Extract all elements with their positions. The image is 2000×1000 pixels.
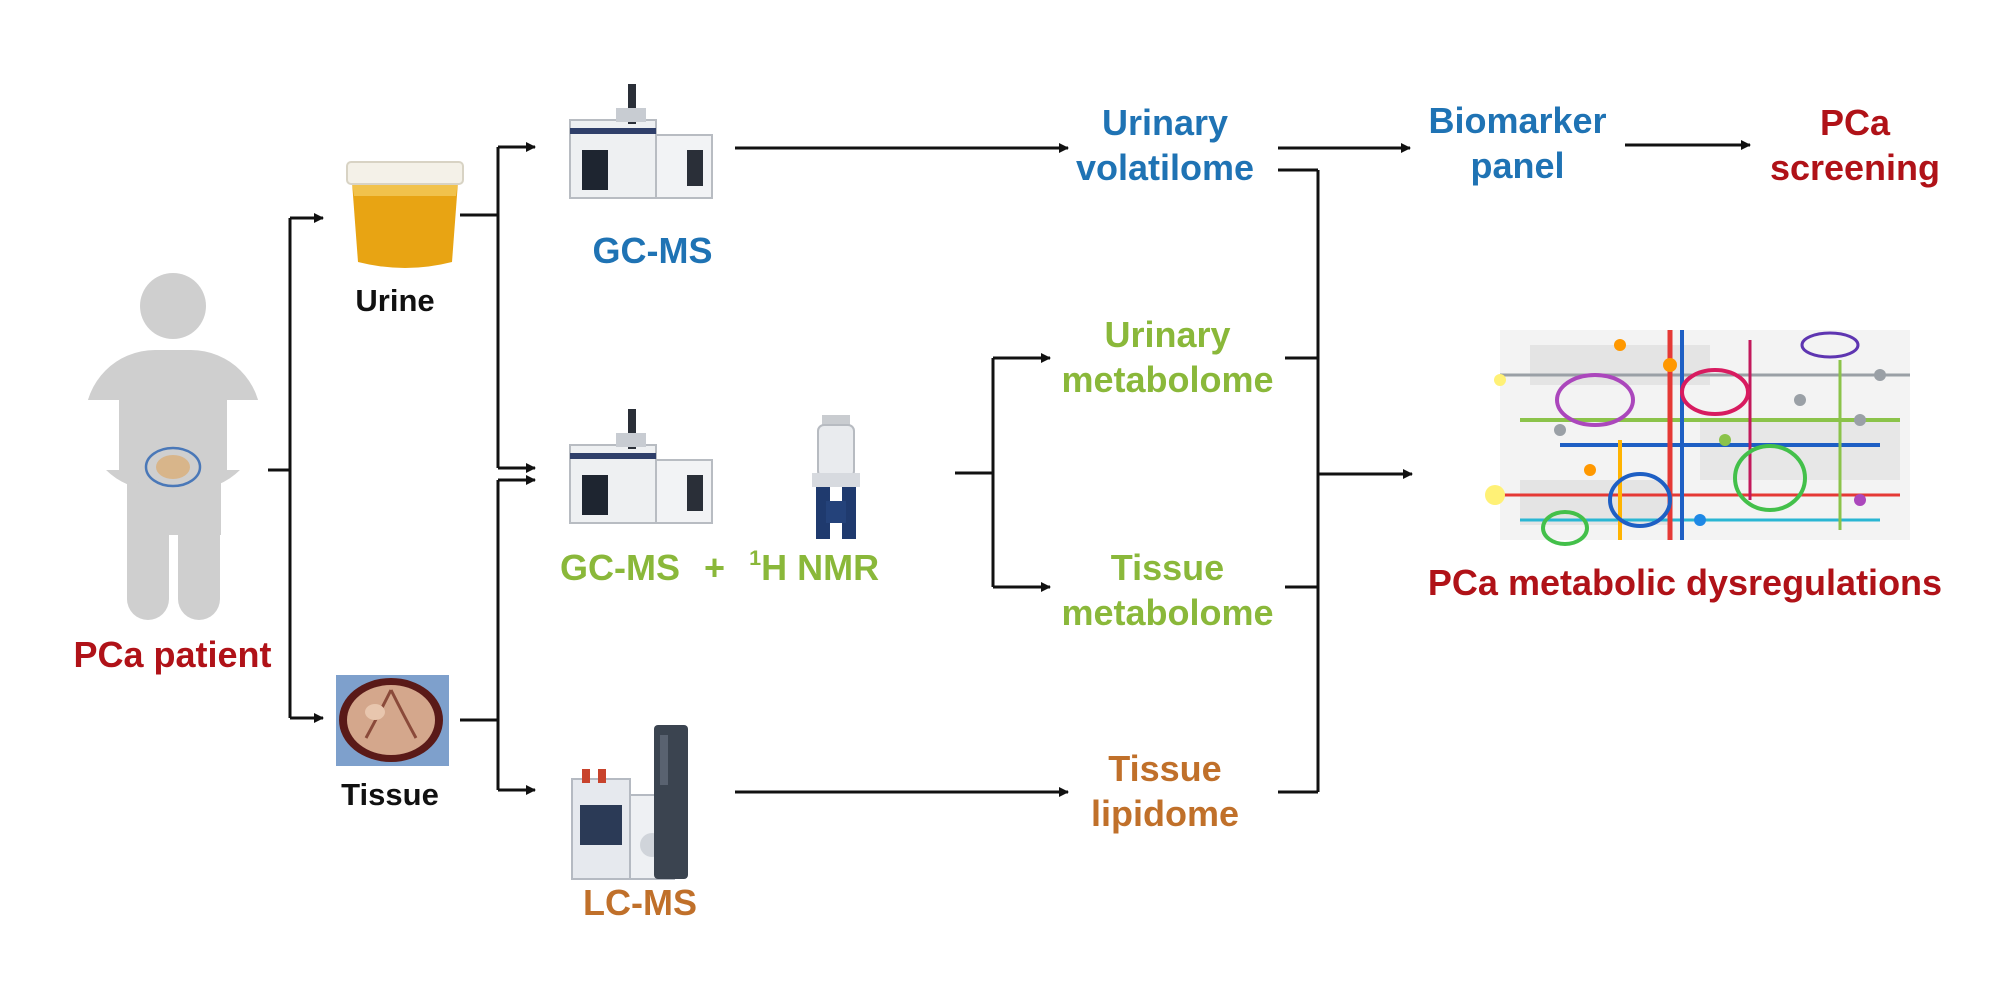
tissue-lipidome-line2: lipidome <box>1090 793 1239 834</box>
gcms-top-label: GC-MS <box>592 230 713 271</box>
gc-ms-instrument-icon <box>569 409 713 524</box>
tissue-metabolome-line2: metabolome <box>1061 592 1274 633</box>
tissue-lipidome-line1: Tissue <box>1108 748 1222 789</box>
metabolic-network-icon <box>1485 330 1910 546</box>
connectors <box>268 140 1751 797</box>
biomarker-panel-line1: Biomarker <box>1428 100 1607 141</box>
tissue-metabolome-line1: Tissue <box>1110 547 1225 588</box>
urinary-volatilome-line1: Urinary <box>1101 102 1229 143</box>
urinary-volatilome-label: Urinary volatilome <box>1050 100 1280 190</box>
urinary-metabolome-line2: metabolome <box>1061 359 1274 400</box>
gc-ms-instrument-icon <box>569 84 713 199</box>
lc-ms-instrument-icon <box>571 725 688 880</box>
person-silhouette-icon <box>85 273 261 620</box>
nmr-label: H NMR <box>761 547 880 588</box>
dysregulations-label: PCa metabolic dysregulations <box>1427 562 1943 603</box>
pca-screening-line1: PCa <box>1819 102 1891 143</box>
prostate-highlight-icon <box>144 446 202 488</box>
patient-label: PCa patient <box>73 634 272 675</box>
gcms-nmr-label: GC-MS + 1H NMR <box>560 545 950 590</box>
nmr-spectrometer-icon <box>812 415 860 539</box>
plus-sign: + <box>704 547 726 588</box>
urinary-metabolome-label: Urinary metabolome <box>1045 312 1290 402</box>
tissue-sample-icon <box>336 675 449 766</box>
nmr-superscript: 1 <box>749 544 762 570</box>
urine-cup-icon <box>346 161 464 268</box>
tissue-metabolome-label: Tissue metabolome <box>1045 545 1290 635</box>
urinary-volatilome-line2: volatilome <box>1075 147 1255 188</box>
tissue-label: Tissue <box>341 777 439 812</box>
biomarker-panel-label: Biomarker panel <box>1405 98 1630 188</box>
gcms-mid-label: GC-MS <box>560 547 680 588</box>
pca-screening-line2: screening <box>1769 147 1941 188</box>
lcms-label: LC-MS <box>583 882 697 923</box>
pca-screening-label: PCa screening <box>1755 100 1955 190</box>
urinary-metabolome-line1: Urinary <box>1104 314 1231 355</box>
tissue-lipidome-label: Tissue lipidome <box>1050 746 1280 836</box>
urine-label: Urine <box>355 283 435 318</box>
biomarker-panel-line2: panel <box>1470 145 1565 186</box>
